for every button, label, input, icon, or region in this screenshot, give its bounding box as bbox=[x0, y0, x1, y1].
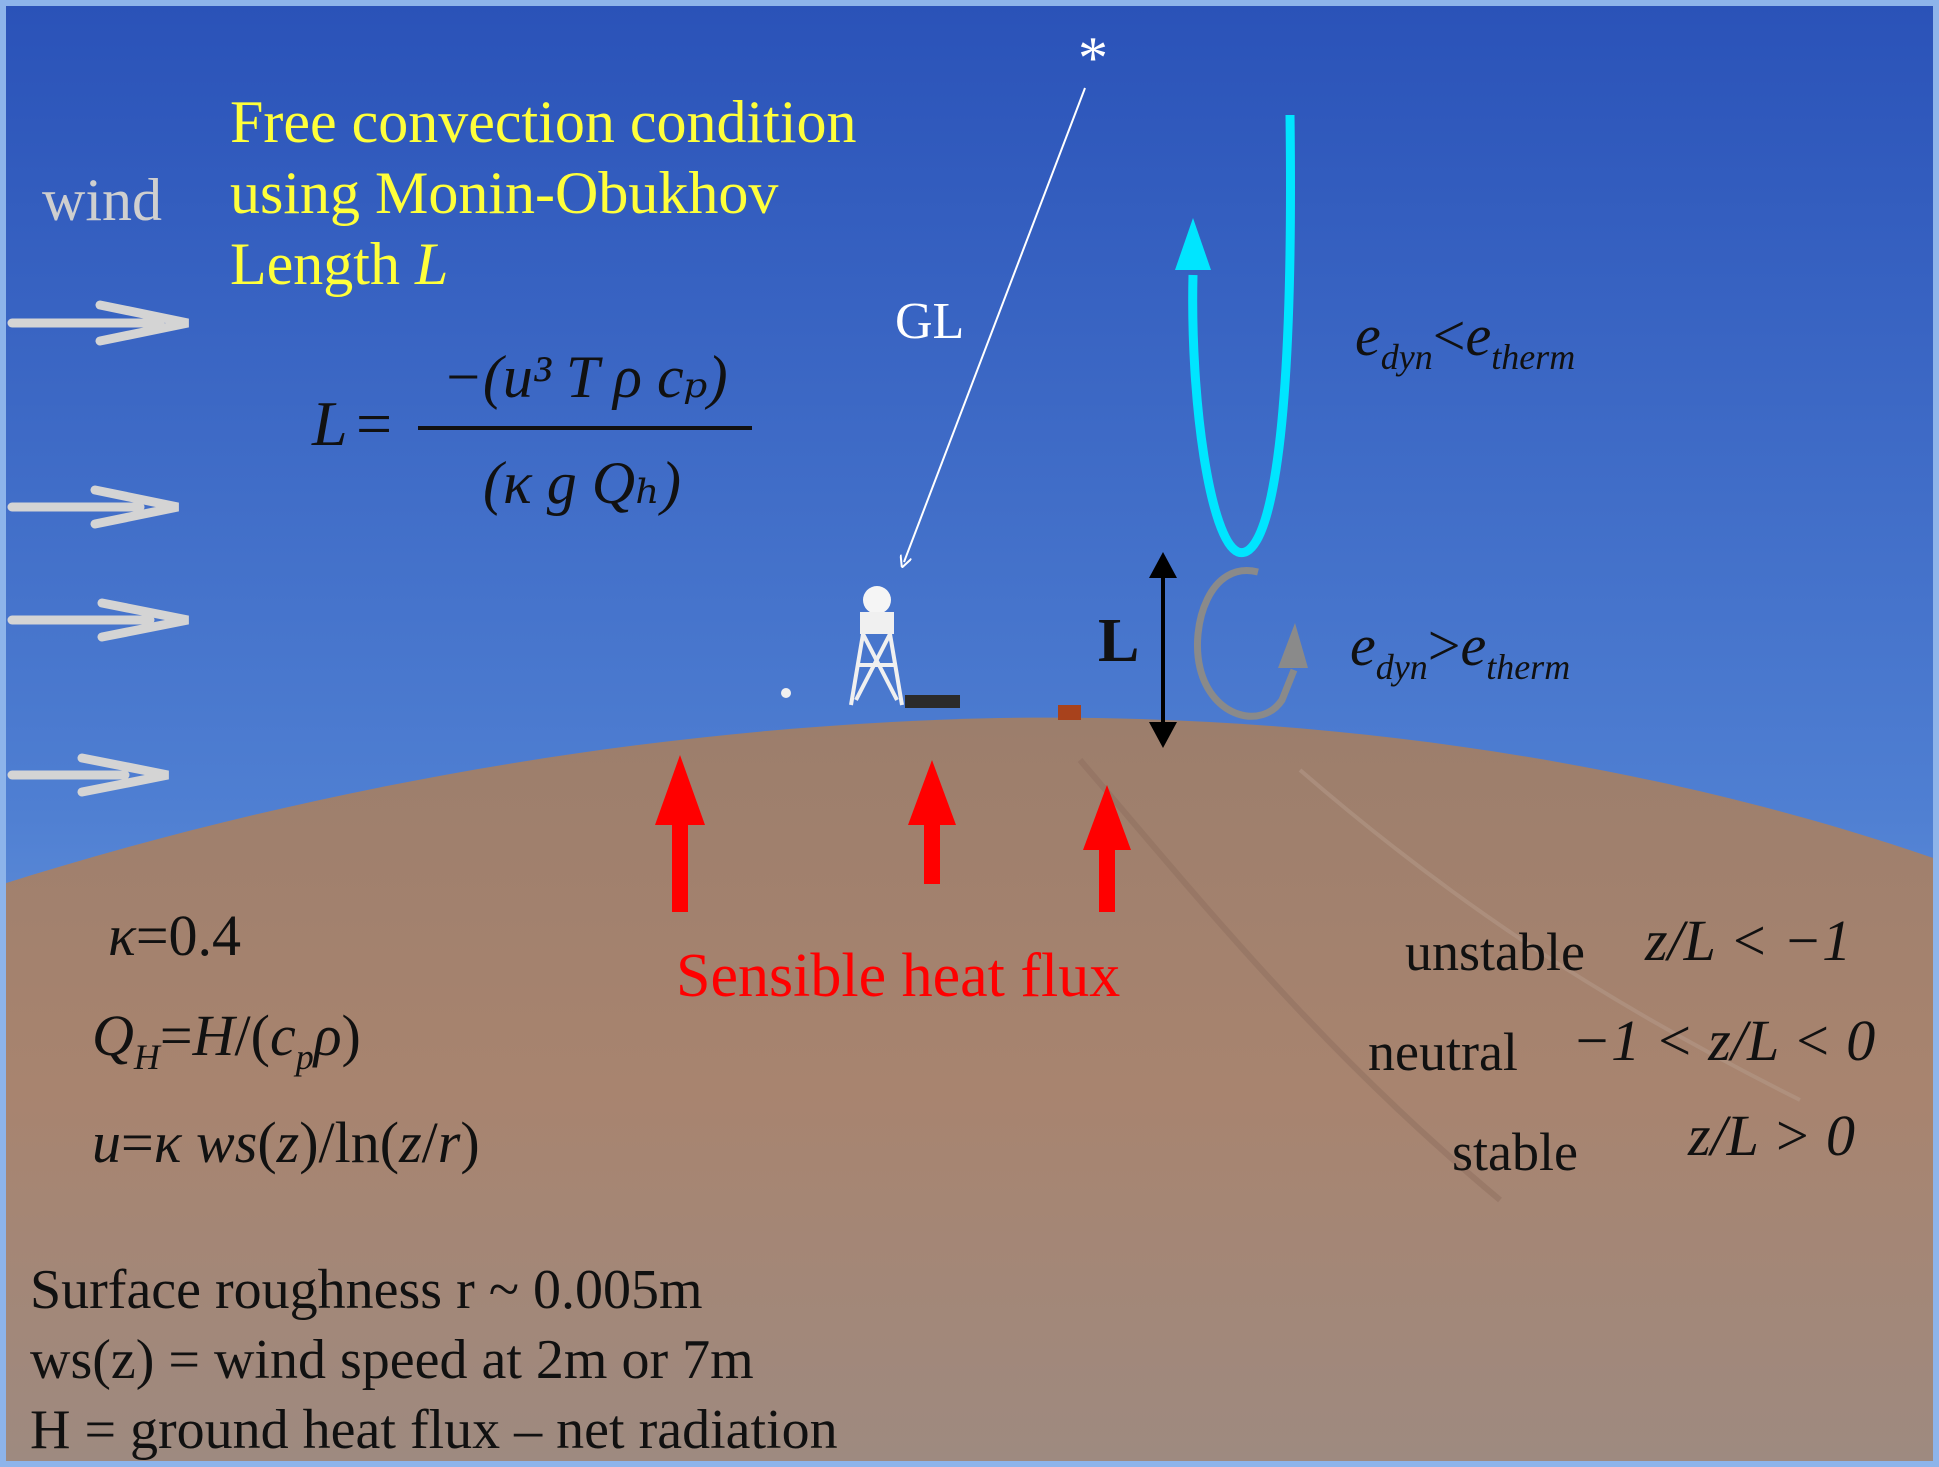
heat-flux-arrows bbox=[655, 755, 1131, 912]
ground-track bbox=[1298, 768, 1801, 1102]
wind-arrow bbox=[7, 485, 179, 529]
telescope-tower bbox=[849, 586, 904, 706]
e-upper-relation: edyn<etherm bbox=[1355, 303, 1575, 377]
vehicle bbox=[905, 695, 960, 708]
heat-arrow bbox=[908, 760, 956, 884]
eddy-relations: edyn<etherm edyn>etherm bbox=[1350, 303, 1575, 687]
stability-label: neutral bbox=[1368, 1022, 1518, 1082]
l-label: L bbox=[1098, 607, 1140, 675]
title-line-1: Free convection condition bbox=[230, 89, 857, 155]
stability-condition: −1 < z/L < 0 bbox=[1572, 1008, 1875, 1073]
title-line-2: using Monin-Obukhov bbox=[230, 160, 779, 226]
wind-arrow bbox=[7, 753, 169, 797]
gl-line bbox=[904, 87, 1086, 562]
formula-numerator: −(u³ T ρ cₚ) bbox=[442, 344, 727, 410]
small-dome bbox=[781, 688, 791, 698]
formula-denominator: (κ g Qₕ) bbox=[483, 450, 681, 516]
stability-table: unstable z/L < −1 neutral −1 < z/L < 0 s… bbox=[1368, 908, 1875, 1182]
stability-label: stable bbox=[1452, 1122, 1578, 1182]
wind-arrows bbox=[7, 300, 189, 797]
note-line: ws(z) = wind speed at 2m or 7m bbox=[30, 1329, 754, 1391]
hill bbox=[0, 717, 1939, 1467]
kappa-constant: κ=0.4 bbox=[108, 903, 241, 968]
qh-definition: QH=H/(cpρ) bbox=[92, 1003, 361, 1077]
stability-condition: z/L < −1 bbox=[1644, 908, 1851, 973]
title-symbol: L bbox=[414, 231, 449, 297]
heat-arrow bbox=[1083, 785, 1131, 912]
sensible-heat-flux-label: Sensible heat flux bbox=[676, 942, 1121, 1010]
formula-lhs: L bbox=[311, 388, 348, 459]
l-height-arrow bbox=[1149, 552, 1177, 748]
title-line-3-text: Length bbox=[230, 231, 415, 297]
star-marker: * bbox=[1078, 25, 1108, 91]
ground-track bbox=[1077, 758, 1502, 1203]
title-line-3: Length L bbox=[230, 234, 448, 294]
constants-block: κ=0.4 QH=H/(cpρ) u=κ ws(z)/ln(z/r) bbox=[92, 903, 480, 1175]
formula-equals: = bbox=[356, 388, 392, 459]
plume-loop bbox=[1175, 114, 1295, 558]
wind-arrow bbox=[7, 300, 189, 346]
stability-label: unstable bbox=[1405, 922, 1585, 982]
heat-arrow bbox=[655, 755, 705, 912]
small-eddy-loop bbox=[1194, 567, 1308, 720]
wind-label: wind bbox=[42, 167, 162, 233]
wind-arrow bbox=[7, 598, 189, 642]
monin-obukhov-formula: L = −(u³ T ρ cₚ) (κ g Qₕ) bbox=[311, 344, 752, 516]
stability-condition: z/L > 0 bbox=[1687, 1103, 1855, 1168]
container bbox=[1058, 705, 1081, 720]
note-line: H = ground heat flux – net radiation bbox=[30, 1399, 838, 1461]
e-lower-relation: edyn>etherm bbox=[1350, 613, 1570, 687]
note-line: Surface roughness r ~ 0.005m bbox=[30, 1259, 703, 1321]
friction-velocity: u=κ ws(z)/ln(z/r) bbox=[92, 1110, 480, 1175]
gl-label: GL bbox=[895, 293, 965, 350]
